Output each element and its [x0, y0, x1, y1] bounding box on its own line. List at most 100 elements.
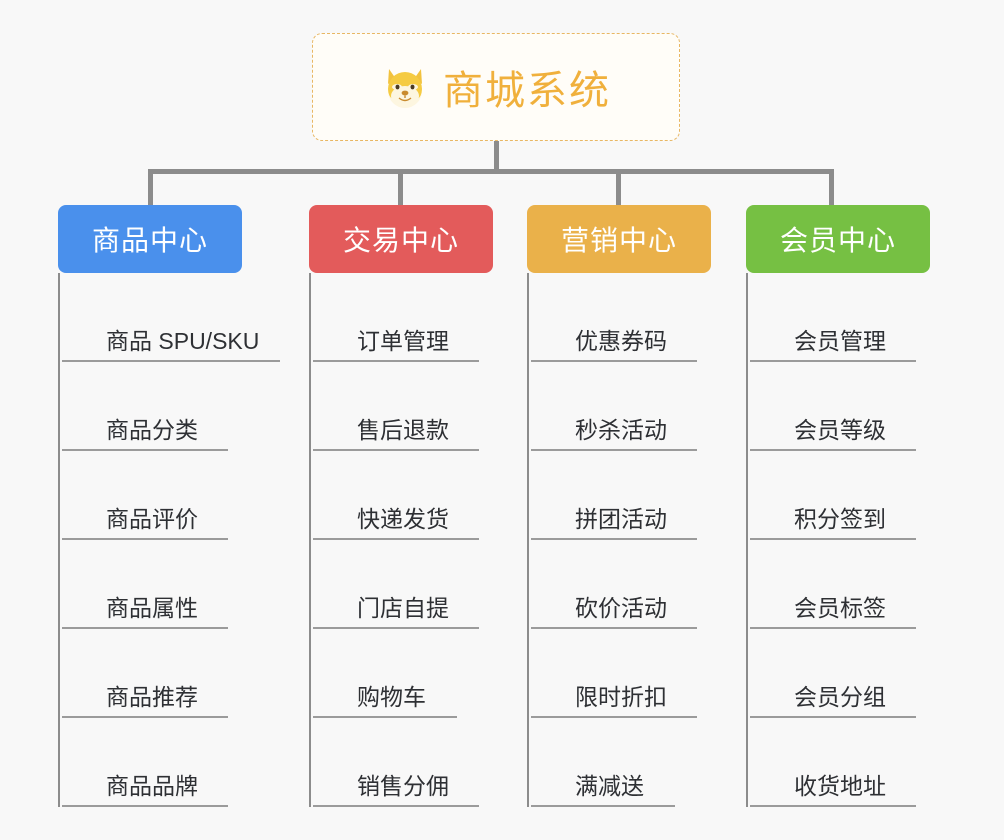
- leaf-underline: [62, 360, 280, 362]
- leaf-label: 限时折扣: [575, 683, 667, 710]
- leaf-underline: [531, 360, 697, 362]
- leaf-label: 商品属性: [106, 594, 198, 621]
- leaf-label: 商品推荐: [106, 683, 198, 710]
- list-item[interactable]: 商品推荐: [62, 629, 242, 718]
- list-item[interactable]: 商品属性: [62, 540, 242, 629]
- branch-items-3: 优惠券码 秒杀活动 拼团活动 砍价活动 限时折扣 满减送: [527, 273, 711, 807]
- leaf-underline: [62, 716, 228, 718]
- list-item[interactable]: 会员管理: [750, 273, 930, 362]
- leaf-underline: [531, 538, 697, 540]
- leaf-underline: [750, 805, 916, 807]
- leaf-label: 商品 SPU/SKU: [106, 327, 260, 354]
- leaf-underline: [313, 360, 479, 362]
- leaf-label: 售后退款: [357, 416, 449, 443]
- leaf-underline: [313, 716, 457, 718]
- leaf-underline: [62, 538, 228, 540]
- branch-trunk-3: [527, 273, 529, 807]
- leaf-underline: [62, 627, 228, 629]
- list-item[interactable]: 订单管理: [313, 273, 493, 362]
- branch-trunk-2: [309, 273, 311, 807]
- leaf-underline: [531, 449, 697, 451]
- branch-items-2: 订单管理 售后退款 快递发货 门店自提 购物车 销售分佣: [309, 273, 493, 807]
- leaf-label: 商品评价: [106, 505, 198, 532]
- branch-column-4: 会员中心 会员管理 会员等级 积分签到 会员标签 会员分组: [746, 205, 930, 807]
- branch-header-3[interactable]: 营销中心: [527, 205, 711, 273]
- leaf-underline: [531, 716, 697, 718]
- list-item[interactable]: 满减送: [531, 718, 711, 807]
- leaf-label: 会员管理: [794, 327, 886, 354]
- leaf-underline: [313, 805, 479, 807]
- branch-header-2[interactable]: 交易中心: [309, 205, 493, 273]
- list-item[interactable]: 商品评价: [62, 451, 242, 540]
- list-item[interactable]: 商品品牌: [62, 718, 242, 807]
- branch-header-label-4: 会员中心: [779, 225, 896, 256]
- leaf-underline: [62, 805, 228, 807]
- leaf-label: 会员标签: [794, 594, 886, 621]
- list-item[interactable]: 砍价活动: [531, 540, 711, 629]
- branch-header-4[interactable]: 会员中心: [746, 205, 930, 273]
- list-item[interactable]: 门店自提: [313, 540, 493, 629]
- list-item[interactable]: 拼团活动: [531, 451, 711, 540]
- root-title: 商城系统: [443, 69, 611, 113]
- root-node[interactable]: 商城系统: [312, 33, 680, 141]
- leaf-underline: [531, 627, 697, 629]
- list-item[interactable]: 销售分佣: [313, 718, 493, 807]
- leaf-label: 积分签到: [794, 505, 886, 532]
- branch-header-label-1: 商品中心: [91, 225, 208, 256]
- list-item[interactable]: 优惠券码: [531, 273, 711, 362]
- connector-stem: [494, 141, 499, 173]
- branch-column-1: 商品中心 商品 SPU/SKU 商品分类 商品评价 商品属性 商品推荐: [58, 205, 280, 807]
- leaf-label: 会员等级: [794, 416, 886, 443]
- list-item[interactable]: 积分签到: [750, 451, 930, 540]
- branch-header-label-3: 营销中心: [560, 225, 677, 256]
- leaf-label: 购物车: [357, 683, 426, 710]
- list-item[interactable]: 商品 SPU/SKU: [62, 273, 280, 362]
- leaf-label: 快递发货: [357, 505, 449, 532]
- list-item[interactable]: 收货地址: [750, 718, 930, 807]
- list-item[interactable]: 限时折扣: [531, 629, 711, 718]
- branch-trunk-4: [746, 273, 748, 807]
- connector-drop-1: [148, 169, 153, 209]
- list-item[interactable]: 购物车: [313, 629, 493, 718]
- connector-drop-4: [829, 169, 834, 209]
- list-item[interactable]: 售后退款: [313, 362, 493, 451]
- leaf-underline: [313, 538, 479, 540]
- leaf-underline: [531, 805, 675, 807]
- leaf-underline: [313, 627, 479, 629]
- leaf-label: 订单管理: [357, 327, 449, 354]
- leaf-label: 商品分类: [106, 416, 198, 443]
- list-item[interactable]: 会员标签: [750, 540, 930, 629]
- leaf-label: 收货地址: [794, 772, 886, 799]
- list-item[interactable]: 会员等级: [750, 362, 930, 451]
- leaf-label: 门店自提: [357, 594, 449, 621]
- list-item[interactable]: 快递发货: [313, 451, 493, 540]
- leaf-label: 砍价活动: [575, 594, 667, 621]
- leaf-label: 优惠券码: [575, 327, 667, 354]
- branch-column-2: 交易中心 订单管理 售后退款 快递发货 门店自提 购物车: [309, 205, 493, 807]
- list-item[interactable]: 会员分组: [750, 629, 930, 718]
- leaf-label: 满减送: [575, 772, 644, 799]
- leaf-underline: [750, 627, 916, 629]
- leaf-underline: [750, 716, 916, 718]
- branch-header-label-2: 交易中心: [342, 225, 459, 256]
- list-item[interactable]: 商品分类: [62, 362, 242, 451]
- shiba-dog-emoji-icon: [381, 63, 429, 111]
- connector-drop-2: [398, 169, 403, 209]
- branch-column-3: 营销中心 优惠券码 秒杀活动 拼团活动 砍价活动 限时折扣: [527, 205, 711, 807]
- leaf-underline: [313, 449, 479, 451]
- leaf-label: 商品品牌: [106, 772, 198, 799]
- connector-drop-3: [616, 169, 621, 209]
- branch-items-1: 商品 SPU/SKU 商品分类 商品评价 商品属性 商品推荐 商品品牌: [58, 273, 280, 807]
- leaf-underline: [750, 449, 916, 451]
- leaf-underline: [750, 538, 916, 540]
- leaf-label: 会员分组: [794, 683, 886, 710]
- list-item[interactable]: 秒杀活动: [531, 362, 711, 451]
- leaf-underline: [62, 449, 228, 451]
- branch-trunk-1: [58, 273, 60, 807]
- branch-header-1[interactable]: 商品中心: [58, 205, 242, 273]
- leaf-label: 销售分佣: [357, 772, 449, 799]
- branch-items-4: 会员管理 会员等级 积分签到 会员标签 会员分组 收货地址: [746, 273, 930, 807]
- connector-bus: [148, 169, 834, 174]
- leaf-label: 拼团活动: [575, 505, 667, 532]
